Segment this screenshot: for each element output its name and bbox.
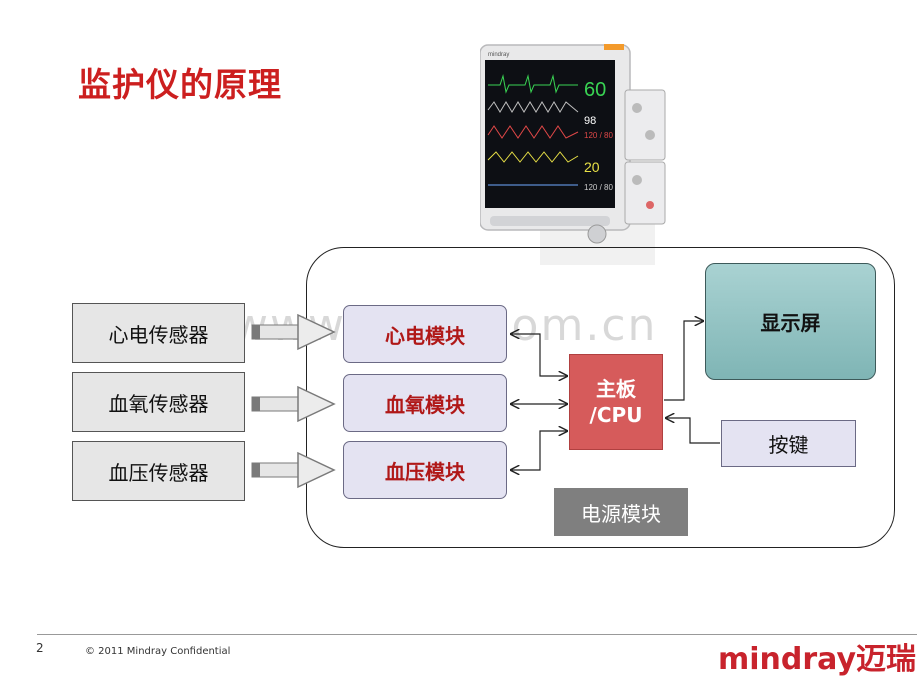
page-number: 2 xyxy=(36,641,44,655)
page-title: 监护仪的原理 xyxy=(78,65,282,104)
footer-divider xyxy=(37,634,917,635)
cpu-label: /CPU xyxy=(589,403,643,427)
svg-text:120 / 80: 120 / 80 xyxy=(584,183,613,192)
ecg-module-box: 心电模块 xyxy=(343,305,507,363)
power-module-box: 电源模块 xyxy=(554,488,688,536)
mainboard-cpu-box: 主板 /CPU xyxy=(569,354,663,450)
keys-box: 按键 xyxy=(721,420,856,467)
mindray-logo: mindray迈瑞 xyxy=(718,642,917,677)
patient-monitor-image: mindray 60 98 120 / 80 20 120 / 80 xyxy=(480,44,666,265)
sensor-arrow-3 xyxy=(251,451,336,489)
bp-module-box: 血压模块 xyxy=(343,441,507,499)
spo2-module-box: 血氧模块 xyxy=(343,374,507,432)
svg-text:120 / 80: 120 / 80 xyxy=(584,131,613,140)
mainboard-label: 主板 xyxy=(595,377,636,401)
svg-text:60: 60 xyxy=(584,79,606,101)
svg-text:mindray: mindray xyxy=(488,52,509,58)
sensor-arrow-1 xyxy=(251,313,336,351)
spo2-sensor-box: 血氧传感器 xyxy=(72,372,245,432)
display-box: 显示屏 xyxy=(705,263,876,380)
ecg-sensor-box: 心电传感器 xyxy=(72,303,245,363)
svg-text:98: 98 xyxy=(584,115,596,127)
sensor-arrow-2 xyxy=(251,385,336,423)
svg-text:20: 20 xyxy=(584,159,600,175)
bp-sensor-box: 血压传感器 xyxy=(72,441,245,501)
copyright-text: © 2011 Mindray Confidential xyxy=(85,646,231,657)
